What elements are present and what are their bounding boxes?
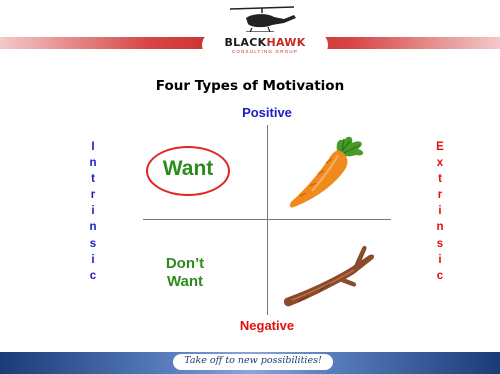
- stick-icon: [283, 245, 375, 307]
- want-ellipse: [146, 146, 230, 196]
- extrinsic-letter: r: [437, 189, 443, 202]
- extrinsic-letter: E: [436, 141, 444, 153]
- extrinsic-letter: s: [436, 237, 444, 250]
- dont-want-line2: Want: [166, 273, 204, 290]
- axis-label-extrinsic: E x t r i n s i c: [433, 139, 447, 284]
- quadrant-want: Want: [162, 157, 214, 180]
- extrinsic-letter: i: [438, 253, 442, 266]
- intrinsic-letter: r: [90, 189, 96, 202]
- extrinsic-letter: x: [436, 157, 444, 170]
- axis-label-negative: Negative: [239, 318, 295, 333]
- dont-want-line1: Don’t: [165, 255, 205, 272]
- axis-label-intrinsic: I n t r i n s i c: [86, 139, 100, 284]
- quadrant-dont-want: Don’t Want: [150, 255, 220, 291]
- slide-title: Four Types of Motivation: [155, 78, 345, 94]
- intrinsic-letter: n: [89, 157, 97, 170]
- intrinsic-letter: s: [89, 237, 97, 250]
- intrinsic-letter: i: [91, 205, 95, 218]
- brand-subtitle: CONSULTING GROUP: [231, 49, 299, 54]
- tagline-plate: [173, 354, 333, 370]
- helicopter-icon: [229, 6, 296, 33]
- brand-name: BLACKHAWK: [200, 36, 330, 49]
- carrot-icon: [289, 136, 364, 208]
- intrinsic-letter: c: [89, 269, 97, 282]
- intrinsic-letter: I: [91, 141, 95, 153]
- horizontal-axis: [143, 219, 391, 220]
- extrinsic-letter: n: [436, 221, 444, 234]
- company-logo: BLACKHAWK CONSULTING GROUP: [200, 4, 330, 60]
- intrinsic-letter: i: [91, 253, 95, 266]
- vertical-axis: [267, 125, 268, 315]
- brand-name-red: HAWK: [266, 36, 306, 49]
- extrinsic-letter: t: [438, 173, 442, 186]
- intrinsic-letter: t: [91, 173, 95, 186]
- extrinsic-letter: c: [436, 269, 444, 282]
- logo-plate: [204, 34, 326, 56]
- extrinsic-letter: i: [438, 205, 442, 218]
- brand-name-dark: BLACK: [224, 36, 267, 49]
- footer-tagline: Take off to new possibilities!: [184, 355, 322, 366]
- intrinsic-letter: n: [89, 221, 97, 234]
- axis-label-positive: Positive: [242, 105, 292, 120]
